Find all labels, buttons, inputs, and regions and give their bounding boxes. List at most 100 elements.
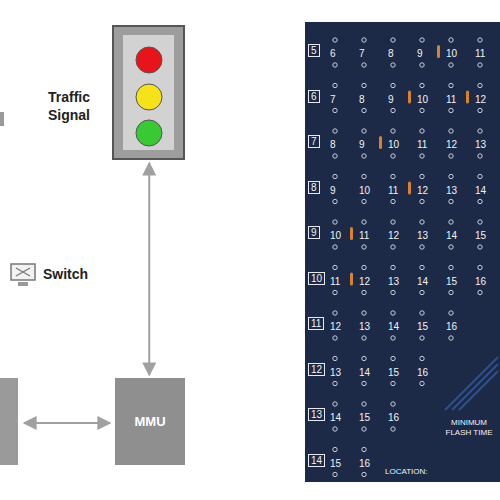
solder-pad (391, 311, 395, 315)
solder-pad (449, 83, 453, 87)
row-number: 6 (308, 90, 320, 103)
solder-pad (391, 245, 395, 249)
board-trace (452, 364, 498, 410)
solder-pad (362, 336, 366, 340)
solder-pad (420, 336, 424, 340)
solder-pad (362, 265, 366, 269)
solder-pad (362, 245, 366, 249)
solder-pad (333, 311, 337, 315)
board-marking: MINIMUM FLASH TIME (440, 418, 498, 437)
solder-pad (362, 174, 366, 178)
row-number: 14 (308, 454, 325, 467)
pin-number: 15 (330, 458, 341, 469)
pin-number: 11 (359, 230, 369, 241)
solder-pad (449, 108, 453, 112)
solder-pad (333, 356, 337, 360)
solder-pad (362, 38, 366, 42)
solder-pad (478, 83, 482, 87)
pin-number: 14 (475, 185, 486, 196)
solder-pad (362, 402, 366, 406)
node-label: Switch (43, 266, 88, 282)
pin-number: 16 (475, 276, 486, 287)
solder-pad (391, 220, 395, 224)
row-number: 7 (308, 135, 320, 148)
solder-pad (391, 63, 395, 67)
pin-number: 13 (446, 185, 457, 196)
solder-pad (449, 290, 453, 294)
solder-pad (333, 447, 337, 451)
pin-number: 15 (359, 412, 370, 423)
solder-pad (449, 311, 453, 315)
pin-number: 8 (388, 48, 394, 59)
solder-pad (391, 290, 395, 294)
pin-number: 14 (417, 276, 428, 287)
jumper-wire (350, 227, 353, 240)
pin-number: 10 (417, 94, 428, 105)
solder-pad (362, 220, 366, 224)
switch-body (11, 264, 35, 280)
solder-pad (362, 356, 366, 360)
solder-pad (333, 129, 337, 133)
pin-number: 16 (417, 367, 428, 378)
switch-icon: Switch (10, 262, 36, 288)
signal-lamp (136, 47, 162, 73)
pin-number: 12 (388, 230, 399, 241)
pin-number: 16 (359, 458, 370, 469)
traffic-signal: Traffic Signal (112, 25, 185, 160)
solder-pad (333, 381, 337, 385)
solder-pad (449, 174, 453, 178)
pin-number: 13 (417, 230, 428, 241)
solder-pad (420, 356, 424, 360)
solder-pad (333, 174, 337, 178)
solder-pad (391, 336, 395, 340)
pin-number: 8 (330, 139, 336, 150)
box-label: MMU (134, 414, 165, 429)
solder-pad (362, 83, 366, 87)
solder-pad (333, 402, 337, 406)
row-number: 9 (308, 226, 320, 239)
solder-pad (420, 220, 424, 224)
solder-pad (420, 83, 424, 87)
board-trace (459, 371, 498, 410)
solder-pad (391, 402, 395, 406)
solder-pad (478, 129, 482, 133)
solder-pad (478, 154, 482, 158)
solder-pad (333, 38, 337, 42)
solder-pad (420, 38, 424, 42)
solder-pad (333, 336, 337, 340)
solder-pad (362, 472, 366, 476)
solder-pad (391, 356, 395, 360)
solder-pad (391, 154, 395, 158)
solder-pad (333, 245, 337, 249)
pin-number: 12 (417, 185, 428, 196)
solder-pad (449, 336, 453, 340)
pin-number: 10 (388, 139, 399, 150)
partial-icon (0, 112, 4, 126)
pin-number: 8 (359, 94, 365, 105)
signal-lamp (136, 84, 162, 110)
solder-pad (449, 63, 453, 67)
solder-pad (333, 63, 337, 67)
pin-number: 16 (446, 321, 457, 332)
solder-pad (333, 472, 337, 476)
solder-pad (420, 199, 424, 203)
pin-number: 14 (388, 321, 399, 332)
solder-pad (449, 199, 453, 203)
pin-number: 12 (446, 139, 457, 150)
solder-pad (391, 199, 395, 203)
row-number: 13 (308, 408, 325, 421)
circuit-board (305, 22, 500, 482)
pin-number: LOCATION: (385, 468, 428, 477)
solder-pad (362, 427, 366, 431)
pin-number: 15 (475, 230, 486, 241)
solder-pad (478, 38, 482, 42)
solder-pad (333, 290, 337, 294)
row-number: 8 (308, 181, 320, 194)
solder-pad (478, 245, 482, 249)
solder-pad (362, 108, 366, 112)
jumper-wire (408, 182, 411, 195)
node-label: Traffic Signal (36, 89, 102, 124)
pin-number: 14 (446, 230, 457, 241)
solder-pad (420, 311, 424, 315)
